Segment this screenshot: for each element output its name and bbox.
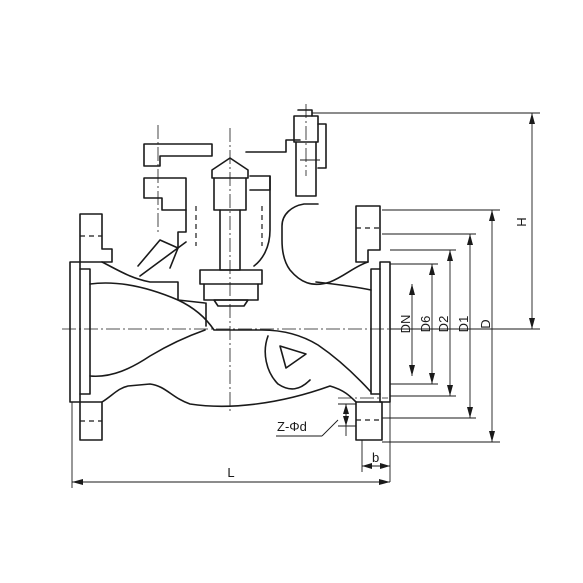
body-top-left — [101, 261, 206, 304]
label-h: H — [514, 217, 529, 226]
bonnet-rib-left — [137, 239, 179, 269]
seat-wall — [264, 335, 311, 390]
disc-top — [199, 269, 263, 285]
arrow-d2-bottom — [447, 385, 453, 396]
arrow-d-bottom — [489, 431, 495, 442]
arrow-d2-top — [447, 250, 453, 261]
stem-assembly — [199, 157, 263, 307]
right-flange — [355, 205, 391, 441]
arrow-h-bottom — [529, 318, 535, 329]
arrow-b-left — [362, 463, 372, 469]
right-flange-raised-face — [370, 268, 381, 395]
disc-face — [213, 299, 249, 307]
arrow-h-top — [529, 113, 535, 124]
arrow-b-right — [380, 463, 390, 469]
right-flange-face — [379, 261, 391, 403]
label-d6: D6 — [418, 316, 433, 333]
left-flange — [69, 213, 113, 441]
arrow-dn-bottom — [409, 365, 415, 376]
gland — [213, 177, 247, 211]
yoke-neck-right — [253, 175, 271, 267]
left-flange-face — [69, 261, 81, 403]
dimension-labels: H DN D6 D2 D1 D Z-Φd b L — [227, 217, 529, 480]
label-d: D — [478, 319, 493, 328]
yoke-top-left — [143, 143, 213, 167]
flow-channel-lower-left — [89, 329, 206, 378]
label-b: b — [372, 450, 379, 465]
handle-block — [293, 115, 319, 143]
flow-channel-upper — [89, 282, 372, 393]
label-d1: D1 — [456, 316, 471, 333]
right-flange-top-lug — [355, 205, 381, 263]
arrow-zd-top — [343, 404, 349, 414]
flow-channel-right-upper — [315, 281, 372, 291]
dimensions — [71, 112, 540, 488]
rib-right — [279, 345, 307, 369]
yoke-neck-left — [177, 209, 187, 249]
disc-body — [203, 283, 259, 301]
body-bottom — [101, 383, 357, 408]
label-zd: Z-Φd — [277, 419, 307, 434]
label-dn: DN — [398, 315, 413, 334]
valve-body — [89, 203, 372, 408]
arrow-zd-bottom — [343, 416, 349, 426]
left-flange-bottom-lug — [79, 401, 103, 441]
right-flange-bottom-lug — [355, 401, 383, 441]
rib-left-diagonal — [139, 241, 187, 277]
arrow-d-top — [489, 210, 495, 221]
arrow-d6-top — [429, 264, 435, 275]
handle-side — [317, 123, 327, 169]
handle-shaft — [295, 141, 317, 197]
arrow-d6-bottom — [429, 373, 435, 384]
left-flange-raised-face — [79, 268, 91, 395]
label-l: L — [227, 465, 234, 480]
arrow-dn-top — [409, 284, 415, 295]
arrow-l-right — [379, 479, 390, 485]
arrow-l-left — [72, 479, 83, 485]
bonnet — [143, 139, 301, 267]
handle-cap — [297, 109, 313, 117]
stem-nut — [211, 157, 249, 179]
arrow-d1-bottom — [467, 407, 473, 418]
yoke-top-right — [245, 139, 301, 153]
handle-assembly — [293, 109, 327, 197]
label-d2: D2 — [436, 316, 451, 333]
yoke-side-left — [143, 177, 187, 211]
yoke-boss — [249, 175, 271, 191]
dim-zd-leader-diag — [321, 419, 339, 437]
left-flange-top-lug — [79, 213, 113, 263]
arrow-d1-top — [467, 234, 473, 245]
body-top-right — [281, 203, 369, 286]
